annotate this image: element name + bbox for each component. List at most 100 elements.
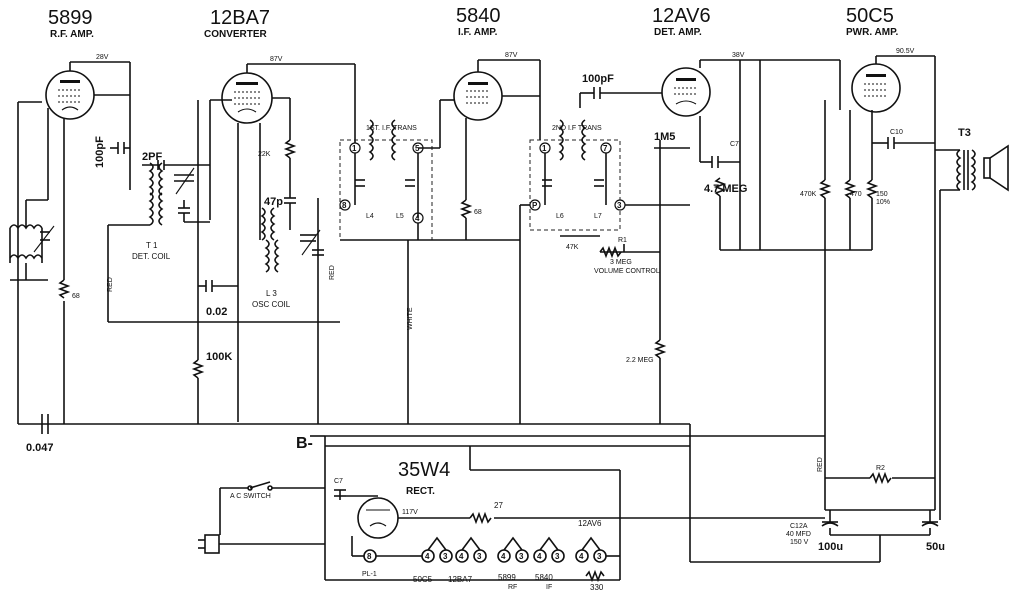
rf-stage: 28V 68 0.047 bbox=[9, 54, 131, 454]
heater-string: 4 3 50C5 4 3 12BA7 4 3 5899 RF 4 bbox=[410, 519, 620, 592]
wire-white: WHITE bbox=[407, 307, 414, 330]
voltage-87v-conv: 87V bbox=[270, 56, 283, 63]
r1-label: R1 bbox=[618, 237, 627, 244]
cap-c10: C10 bbox=[890, 129, 903, 136]
cap-c3: C7 bbox=[334, 478, 343, 485]
cap-100pf-rf: 100pF bbox=[94, 136, 106, 168]
svg-text:4: 4 bbox=[537, 552, 542, 561]
t1-desc: DET. COIL bbox=[132, 252, 171, 261]
svg-text:4: 4 bbox=[459, 552, 464, 561]
heater-50c5: 4 3 50C5 bbox=[413, 536, 453, 584]
svg-text:4: 4 bbox=[415, 214, 420, 223]
tube-label-5899: 5899 bbox=[48, 7, 93, 29]
converter-stage: 87V 22K 47p L 3 OSC COIL RED 0.02 100K bbox=[191, 56, 356, 424]
det-stage: 38V 100pF 1M5 C7 4.7 MEG bbox=[579, 52, 760, 251]
volume-control: VOLUME CONTROL bbox=[594, 268, 660, 275]
heater-label-5840: 5840 bbox=[535, 573, 553, 582]
svg-text:3: 3 bbox=[597, 552, 602, 561]
resistor-68-if: 68 bbox=[474, 209, 482, 216]
resistor-47meg: 4.7 MEG bbox=[704, 183, 747, 195]
svg-text:P: P bbox=[532, 201, 538, 210]
l3-desc: OSC COIL bbox=[252, 300, 291, 309]
c12a-voltage: 150 V bbox=[790, 539, 809, 546]
tube-label-5840: 5840 bbox=[456, 5, 501, 27]
cap-100u: 100u bbox=[818, 541, 843, 553]
c12a-label: C12A bbox=[790, 523, 808, 530]
resistor-27: 27 bbox=[494, 501, 503, 510]
resistor-22k: 22K bbox=[258, 151, 271, 158]
cap-c7: C7 bbox=[730, 141, 739, 148]
ac-switch: A C SWITCH bbox=[230, 493, 271, 500]
svg-text:5: 5 bbox=[415, 144, 420, 153]
svg-text:3: 3 bbox=[617, 201, 622, 210]
tube-label-50c5: 50C5 bbox=[846, 5, 894, 27]
cap-50u: 50u bbox=[926, 541, 945, 553]
resistor-22meg: 2.2 MEG bbox=[626, 357, 654, 364]
rf-coupling: 100pF 2PF bbox=[94, 99, 232, 220]
tube-label-12ba7: 12BA7 bbox=[210, 7, 270, 29]
voltage-38v: 38V bbox=[732, 52, 745, 59]
resistor-1m5: 1M5 bbox=[654, 131, 675, 143]
filter-section: RED R2 C12A 40 MFD 150 V 100u 50u bbox=[786, 457, 945, 553]
svg-text:4: 4 bbox=[425, 552, 430, 561]
svg-text:4: 4 bbox=[501, 552, 506, 561]
svg-text:3: 3 bbox=[443, 552, 448, 561]
cap-0047: 0.047 bbox=[26, 442, 54, 454]
if2-label: 2ND I.F TRANS bbox=[552, 125, 602, 132]
if-stage: 87V 68 bbox=[453, 52, 541, 424]
resistor-47k: 47K bbox=[566, 244, 579, 251]
heater-label-12av6: 12AV6 bbox=[578, 519, 602, 528]
svg-text:1: 1 bbox=[542, 144, 547, 153]
tube-role-12ba7: CONVERTER bbox=[204, 29, 268, 40]
wire-red-2: RED bbox=[329, 265, 336, 280]
svg-text:3: 3 bbox=[477, 552, 482, 561]
resistor-470k: 470K bbox=[800, 191, 817, 198]
heater-label-50c5: 50C5 bbox=[413, 575, 433, 584]
heater-label-12ba7: 12BA7 bbox=[448, 575, 473, 584]
cap-002: 0.02 bbox=[206, 306, 227, 318]
tube-role-5899: R.F. AMP. bbox=[50, 29, 94, 40]
resistor-150: 150 bbox=[876, 191, 888, 198]
l7: L7 bbox=[594, 213, 602, 220]
cap-100pf-det: 100pF bbox=[582, 73, 614, 85]
voltage-117v: 117V bbox=[402, 509, 418, 516]
bus-wires bbox=[17, 101, 936, 581]
svg-text:8: 8 bbox=[342, 201, 347, 210]
tube-role-35w4: RECT. bbox=[406, 486, 435, 497]
t1-name: T 1 bbox=[146, 241, 158, 250]
voltage-87v-if: 87V bbox=[505, 52, 518, 59]
resistor-r2: R2 bbox=[876, 465, 885, 472]
c12a-value: 40 MFD bbox=[786, 531, 811, 538]
l5: L5 bbox=[396, 213, 404, 220]
power-stage: 90.5V 470K 470 150 10% C10 bbox=[740, 48, 936, 300]
heater-12ba7: 4 3 12BA7 bbox=[448, 536, 487, 584]
heater-note-if: IF bbox=[546, 584, 552, 591]
svg-text:3: 3 bbox=[519, 552, 524, 561]
t1-coil: T 1 DET. COIL RED bbox=[107, 162, 340, 323]
cap-2pf: 2PF bbox=[142, 151, 162, 163]
cap-47p: 47p bbox=[264, 196, 283, 208]
tube-role-5840: I.F. AMP. bbox=[458, 27, 498, 38]
heater-12av6: 4 3 12AV6 bbox=[575, 519, 607, 563]
svg-text:1: 1 bbox=[352, 144, 357, 153]
svg-text:4: 4 bbox=[579, 552, 584, 561]
rectifier-stage: 35W4 RECT. 117V 27 C7 A C SWITCH 8 PL-1 bbox=[198, 459, 825, 578]
wire-red-1: RED bbox=[107, 277, 114, 292]
tube-label-12av6: 12AV6 bbox=[652, 5, 711, 27]
heater-5899: 4 3 5899 RF bbox=[497, 536, 529, 591]
heater-5840: 4 3 5840 IF bbox=[533, 536, 565, 591]
svg-text:8: 8 bbox=[367, 552, 372, 561]
pilot-lamp: PL-1 bbox=[362, 571, 377, 578]
heater-label-5899: 5899 bbox=[498, 573, 516, 582]
l6: L6 bbox=[556, 213, 564, 220]
l3-name: L 3 bbox=[266, 289, 277, 298]
tube-role-50c5: PWR. AMP. bbox=[846, 27, 898, 38]
heater-note-rf: RF bbox=[508, 584, 517, 591]
l4: L4 bbox=[366, 213, 374, 220]
resistor-100k: 100K bbox=[206, 351, 232, 363]
if1-transformer: 1 5 8 4 1ST. I.F. TRANS L4 L5 WHITE bbox=[339, 99, 520, 424]
if2-transformer: 1 7 P 3 2ND I.F TRANS L6 L7 47K R1 3 MEG… bbox=[520, 119, 690, 424]
wire-red-3: RED bbox=[817, 457, 824, 472]
resistor-150-tol: 10% bbox=[876, 199, 890, 206]
